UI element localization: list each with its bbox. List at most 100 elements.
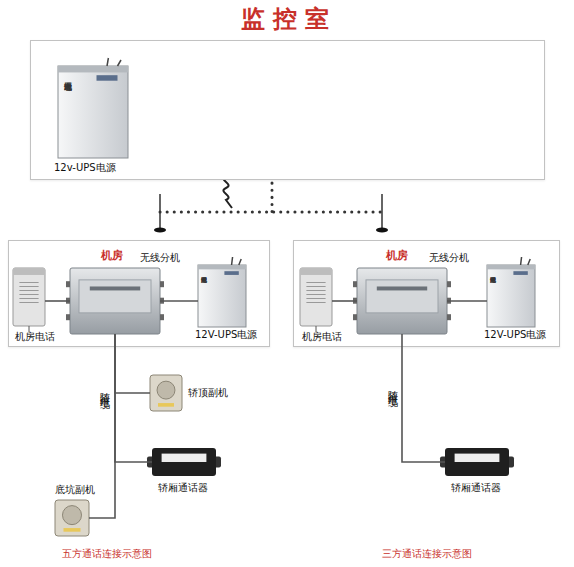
unit-plate — [366, 280, 438, 313]
unit-connector — [447, 281, 451, 287]
phone-top — [300, 268, 332, 275]
unit-connector — [353, 281, 357, 287]
cable-connector — [402, 334, 445, 462]
antenna-mast — [381, 194, 383, 228]
room-title: 监控室 — [31, 5, 546, 33]
room-heading: 机房 — [101, 249, 123, 262]
ups-cable — [118, 60, 122, 66]
ups-case — [487, 265, 535, 327]
device-label: 轿厢通话器 — [158, 482, 208, 494]
ups-cap — [198, 265, 246, 269]
phone-case — [300, 268, 332, 326]
diagram-caption: 三方通话连接示意图 — [382, 548, 472, 560]
diagram-caption: 五方通话连接示意图 — [62, 548, 152, 560]
device-label: 无线分机 — [429, 252, 469, 264]
unit-connector — [353, 298, 357, 304]
antenna-base — [154, 228, 166, 233]
room-heading: 机房 — [386, 249, 408, 262]
phone-grille — [306, 282, 325, 283]
car-case — [152, 448, 216, 476]
device-label: 底坑副机 — [55, 484, 95, 496]
speaker-symbol — [55, 500, 89, 536]
cable-connector — [332, 300, 357, 302]
car-label — [455, 454, 500, 462]
speaker-label — [158, 403, 174, 407]
unit-device: 无线分机 — [70, 268, 160, 334]
speaker-device: 底坑副机 — [55, 500, 89, 536]
room-frame: 12v-UPS电源监控室 — [30, 40, 545, 180]
speaker-grille — [157, 381, 175, 399]
unit-connector — [160, 314, 164, 320]
ups-cable — [528, 259, 530, 265]
device-label: 轿厢通话器 — [451, 482, 501, 494]
unit-connector — [447, 298, 451, 304]
ups-symbol — [198, 265, 246, 327]
phone-symbol — [13, 268, 45, 326]
unit-connector — [66, 314, 70, 320]
unit-plate — [79, 280, 151, 313]
unit-case — [357, 268, 447, 334]
unit-symbol — [70, 268, 160, 334]
cable-connector — [89, 334, 115, 518]
phone-grille — [306, 294, 325, 295]
speaker-case — [55, 500, 89, 536]
room-frame: 无线分机机房电话12V-UPS电源机房 — [8, 240, 270, 347]
unit-symbol — [357, 268, 447, 334]
ups-symbol — [487, 265, 535, 327]
car-label — [162, 454, 207, 462]
room-frame: 无线分机机房电话12V-UPS电源机房 — [293, 240, 560, 347]
unit-connector — [160, 298, 164, 304]
phone-device: 机房电话 — [13, 268, 45, 326]
cable-connector — [447, 300, 487, 302]
phone-grille — [19, 298, 38, 299]
device-label: 无线分机 — [140, 252, 180, 264]
phone-grille — [19, 302, 38, 303]
ups-cable — [107, 58, 108, 66]
phone-device: 机房电话 — [300, 268, 332, 326]
phone-grille — [19, 294, 38, 295]
car-case — [445, 448, 509, 476]
phone-grille — [306, 290, 325, 291]
unit-device: 无线分机 — [357, 268, 447, 334]
speaker-label — [64, 528, 81, 532]
ups-cap — [58, 66, 128, 72]
phone-grille — [19, 282, 38, 283]
phone-top — [13, 268, 45, 275]
ups-cable — [239, 259, 241, 265]
speaker-device: 轿顶副机 — [150, 375, 182, 411]
antenna-mast — [159, 194, 161, 228]
unit-label — [90, 286, 140, 290]
ups-case — [58, 66, 128, 158]
cable-label: 随行电缆 — [98, 385, 110, 393]
phone-grille — [19, 290, 38, 291]
ups-symbol — [58, 66, 128, 158]
unit-case — [70, 268, 160, 334]
unit-connector — [353, 314, 357, 320]
ups-cable — [520, 257, 522, 265]
phone-grille — [306, 302, 325, 303]
wireless-link — [271, 176, 274, 212]
unit-connector — [66, 281, 70, 287]
device-label: 轿顶副机 — [188, 387, 228, 399]
cable-connector — [160, 300, 198, 302]
ups-badge — [224, 271, 238, 275]
speaker-case — [150, 375, 182, 411]
unit-connector — [66, 298, 70, 304]
device-label: 12V-UPS电源 — [484, 329, 546, 341]
cable-connector — [115, 334, 150, 393]
cable-connector — [45, 300, 70, 302]
car-symbol — [152, 448, 216, 476]
ups-cable — [231, 257, 233, 265]
ups-case — [198, 265, 246, 327]
speaker-grille — [62, 506, 81, 525]
phone-symbol — [300, 268, 332, 326]
device-label: 12v-UPS电源 — [54, 162, 116, 174]
phone-grille — [19, 286, 38, 287]
unit-label — [377, 286, 427, 290]
device-label: 12V-UPS电源 — [195, 329, 257, 341]
car-symbol — [445, 448, 509, 476]
ups-device: 12V-UPS电源 — [198, 265, 246, 327]
car-device: 轿厢通话器 — [152, 448, 216, 476]
